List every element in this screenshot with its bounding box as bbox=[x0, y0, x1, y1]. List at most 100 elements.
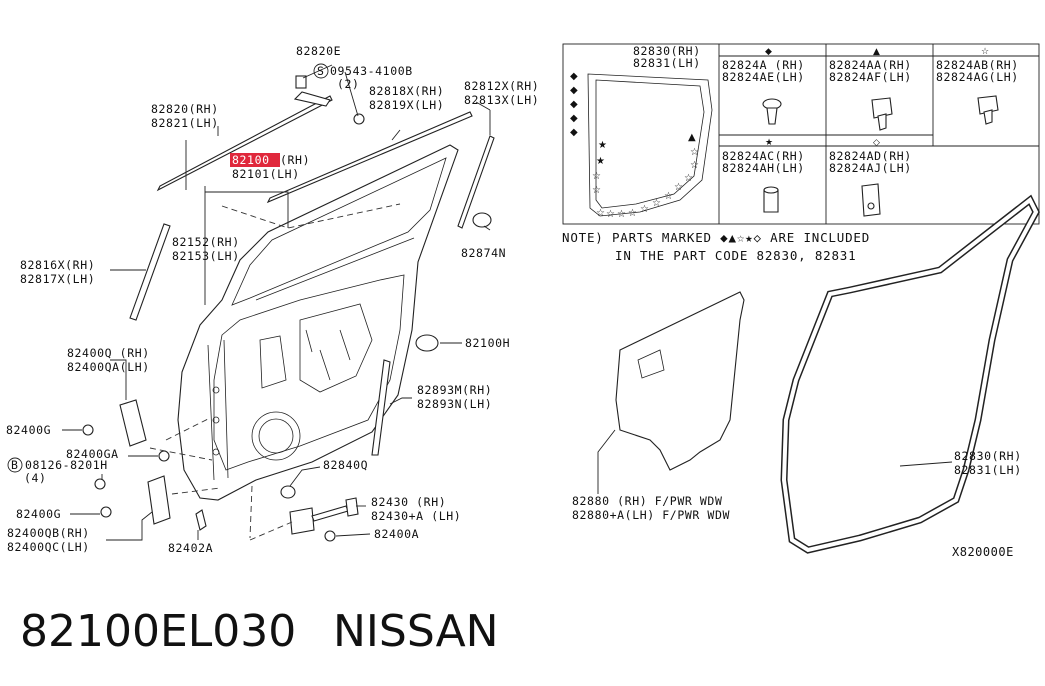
bolt-hole bbox=[212, 448, 220, 456]
clip-82824a bbox=[762, 98, 782, 125]
diamond-icon: ◆ bbox=[765, 47, 772, 57]
box-label-82831-lh: 82831(LH) bbox=[633, 56, 701, 70]
label-82153-lh: 82153(LH) bbox=[172, 249, 240, 263]
label-82820-rh: 82820(RH) bbox=[151, 102, 219, 116]
lock-area bbox=[259, 335, 287, 389]
footer-part-number: 82100EL030 bbox=[20, 606, 296, 657]
label-82840q: 82840Q bbox=[323, 458, 368, 472]
box-label-82830-rh: 82830(RH) bbox=[633, 44, 701, 58]
diagram-code: X820000E bbox=[952, 545, 1014, 559]
bolt-08126 bbox=[94, 478, 106, 490]
svg-text:★: ★ bbox=[596, 156, 605, 167]
svg-text:★: ★ bbox=[598, 140, 607, 151]
bolt-82400a bbox=[324, 530, 336, 542]
label-82402a: 82402A bbox=[168, 541, 213, 555]
svg-text:☆: ☆ bbox=[606, 209, 615, 220]
svg-text:☆: ☆ bbox=[617, 209, 626, 220]
svg-text:☆: ☆ bbox=[674, 182, 683, 193]
label-82100h: 82100H bbox=[465, 336, 510, 350]
label-82100-suffix: (RH) bbox=[280, 153, 310, 167]
label-82100-code: 82100 bbox=[232, 153, 270, 167]
bolt-82400ga bbox=[158, 450, 170, 462]
label-82430-rh: 82430 (RH) bbox=[371, 495, 446, 509]
label-82400qc-lh: 82400QC(LH) bbox=[7, 540, 90, 554]
svg-text:☆: ☆ bbox=[690, 147, 699, 158]
cap-82874n bbox=[472, 212, 492, 228]
box-label-82824aa: 82824AA(RH) bbox=[829, 58, 912, 72]
trim-82893m bbox=[371, 359, 391, 456]
label-82400a: 82400A bbox=[374, 527, 419, 541]
label-82816x-rh: 82816X(RH) bbox=[20, 258, 95, 272]
svg-text:☆: ☆ bbox=[592, 185, 601, 196]
door-assembly bbox=[177, 144, 459, 501]
door-check-end bbox=[345, 497, 359, 517]
box-label-82824ab: 82824AB(RH) bbox=[936, 58, 1019, 72]
label-82880a-lh: 82880+A(LH) F/PWR WDW bbox=[572, 508, 730, 522]
door-weatherstrip: 82830(RH) 82831(LH) bbox=[780, 194, 1040, 554]
svg-text:☆: ☆ bbox=[690, 160, 699, 171]
part-82820e bbox=[295, 75, 307, 89]
b-circle-icon bbox=[7, 457, 23, 473]
label-82400q-rh: 82400Q (RH) bbox=[67, 346, 150, 360]
highlight-82100 bbox=[230, 153, 280, 167]
outer-moulding-82820 bbox=[156, 95, 333, 192]
screw-09543 bbox=[353, 113, 365, 125]
box-label-82824aj: 82824AJ(LH) bbox=[829, 161, 912, 175]
box-label-82824af: 82824AF(LH) bbox=[829, 70, 912, 84]
triangle-icon: ▲ bbox=[873, 47, 880, 57]
svg-text:☆: ☆ bbox=[652, 198, 661, 209]
mini-seal-outer bbox=[587, 73, 713, 217]
label-09543-qty: (2) bbox=[337, 77, 360, 91]
label-08126-qty: (4) bbox=[24, 471, 47, 485]
svg-text:◆: ◆ bbox=[570, 99, 578, 110]
hinge-pillar bbox=[207, 339, 229, 481]
door-check-arm bbox=[311, 505, 349, 522]
plug-82840q bbox=[280, 485, 296, 499]
star-solid-icon: ★ bbox=[765, 138, 773, 148]
label-82817x-lh: 82817X(LH) bbox=[20, 272, 95, 286]
belt-line bbox=[255, 237, 415, 301]
label-08126: 08126-8201H bbox=[25, 458, 108, 472]
b-mark: B bbox=[11, 458, 19, 472]
box-label-82824ag: 82824AG(LH) bbox=[936, 70, 1019, 84]
clip-82820e bbox=[293, 91, 331, 107]
door-panel bbox=[177, 144, 459, 501]
svg-text:◆: ◆ bbox=[570, 113, 578, 124]
clip-82824ac bbox=[763, 186, 779, 213]
bolt-82400g-2 bbox=[100, 506, 112, 518]
label-82821-lh: 82821(LH) bbox=[151, 116, 219, 130]
label-82893n-lh: 82893N(LH) bbox=[417, 397, 492, 411]
clip-82824ad bbox=[861, 183, 881, 217]
speaker-opening bbox=[251, 411, 301, 461]
sash-82816x bbox=[129, 223, 171, 321]
box-label-82824a: 82824A (RH) bbox=[722, 58, 805, 72]
label-82880-rh: 82880 (RH) F/PWR WDW bbox=[572, 494, 722, 508]
box-label-82824ac: 82824AC(RH) bbox=[722, 149, 805, 163]
footer-brand: NISSAN bbox=[333, 606, 499, 657]
guide-lines bbox=[149, 203, 401, 541]
label-82152-rh: 82152(RH) bbox=[172, 235, 240, 249]
svg-text:☆: ☆ bbox=[628, 208, 637, 219]
label-82430a-lh: 82430+A (LH) bbox=[371, 509, 461, 523]
s-mark: S bbox=[317, 64, 325, 78]
label-82400ga: 82400GA bbox=[66, 447, 119, 461]
label-82400qa-lh: 82400QA(LH) bbox=[67, 360, 150, 374]
label-82101-lh: 82101(LH) bbox=[232, 167, 300, 181]
label-82812x-rh: 82812X(RH) bbox=[464, 79, 539, 93]
weatherstrip-inner bbox=[781, 196, 1039, 553]
seal-markers: ◆◆◆ ◆◆ ★★☆ ☆☆☆ ☆☆☆ ☆☆☆ ☆☆☆ ▲ bbox=[570, 71, 699, 220]
svg-text:◆: ◆ bbox=[570, 85, 578, 96]
note-line-1: NOTE) PARTS MARKED ◆▲☆★◇ ARE INCLUDED bbox=[562, 230, 870, 245]
box-label-82824ah: 82824AH(LH) bbox=[722, 161, 805, 175]
label-82400g-2: 82400G bbox=[16, 507, 61, 521]
svg-text:▲: ▲ bbox=[688, 132, 696, 143]
label-82831-lh: 82831(LH) bbox=[954, 463, 1022, 477]
label-82400qb-rh: 82400QB(RH) bbox=[7, 526, 90, 540]
bolt-82402a bbox=[195, 509, 207, 531]
label-82820e: 82820E bbox=[296, 44, 341, 58]
label-82874n: 82874N bbox=[461, 246, 506, 260]
svg-text:☆: ☆ bbox=[664, 191, 673, 202]
star-outline-icon: ☆ bbox=[981, 47, 989, 57]
label-82400g-1: 82400G bbox=[6, 423, 51, 437]
